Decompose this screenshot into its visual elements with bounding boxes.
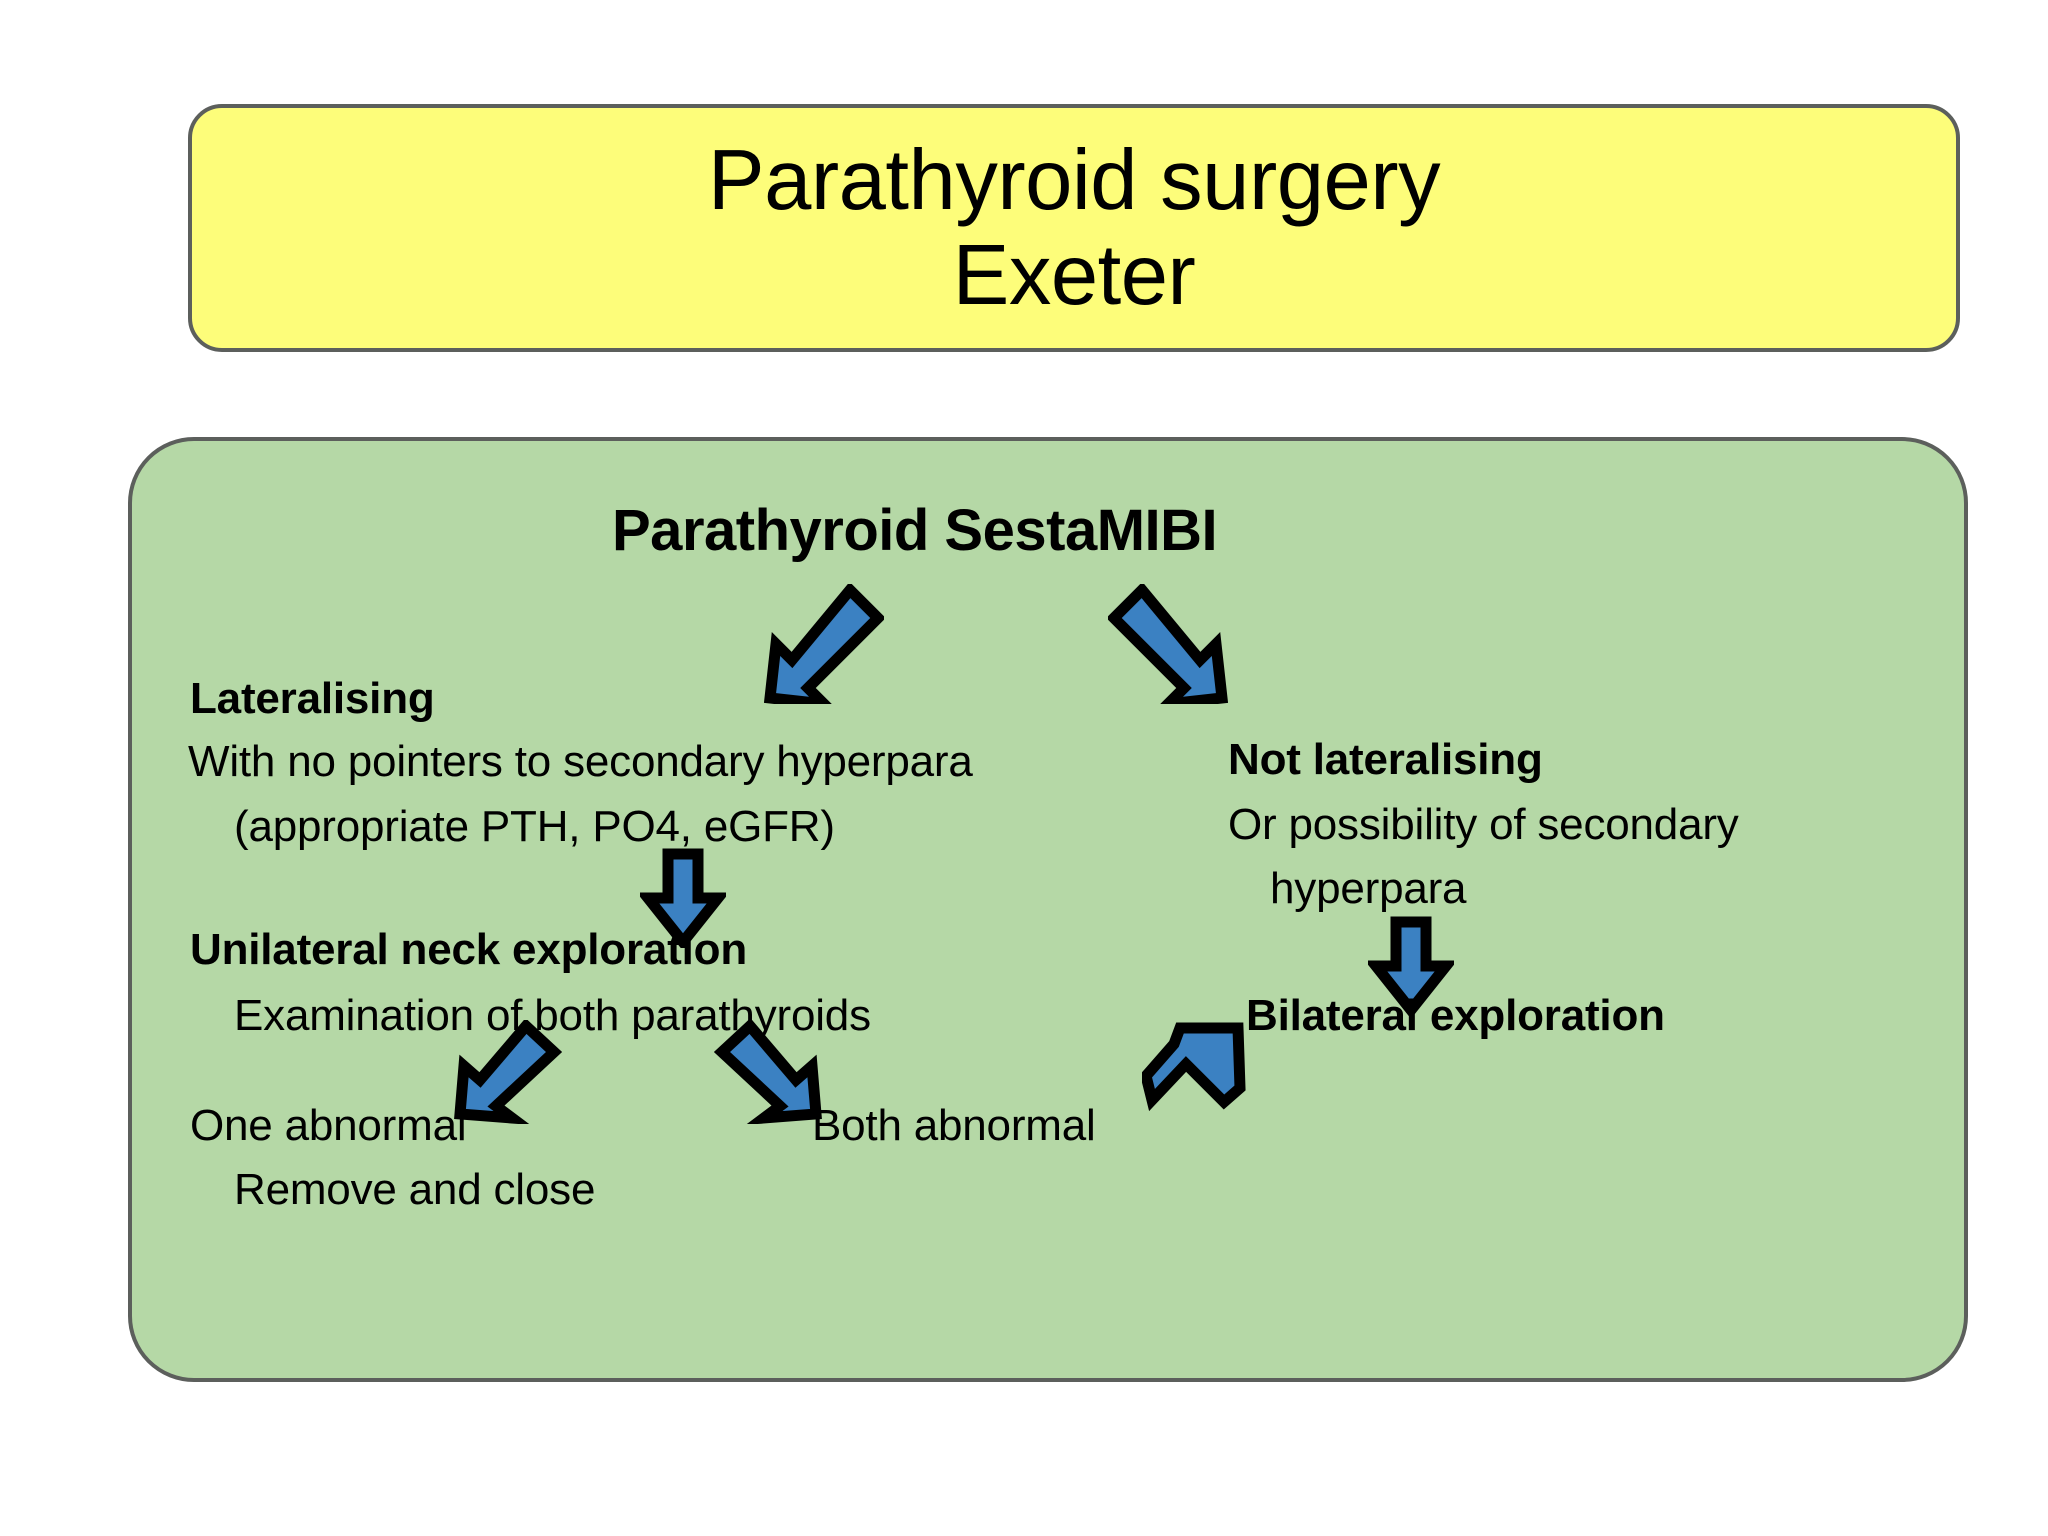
arrow-down-right-to-both-abnormal: [714, 1020, 826, 1124]
title-line-2: Exeter: [952, 228, 1196, 323]
arrow-up-right-both-abnormal-to-bilateral-exploration: [1142, 1020, 1262, 1130]
title-line-1: Parathyroid surgery: [707, 132, 1441, 228]
arrow-down-left-to-one-abnormal: [450, 1020, 562, 1124]
right-branch-detail-1: Or possibility of secondary: [1228, 800, 1739, 849]
right-branch-heading: Not lateralising: [1228, 735, 1543, 784]
left-branch-detail-2: (appropriate PTH, PO4, eGFR): [234, 802, 835, 851]
arrow-down-left-to-lateralising: [764, 584, 884, 704]
left-branch-detail-1: With no pointers to secondary hyperpara: [188, 737, 973, 786]
outcome-one-abnormal: One abnormal: [190, 1101, 467, 1150]
right-branch-step-heading: Bilateral exploration: [1246, 991, 1665, 1040]
left-branch-heading: Lateralising: [190, 674, 435, 723]
flow-root-label: Parathyroid SestaMIBI: [612, 498, 1218, 563]
flow-diagram-panel: [128, 437, 1968, 1382]
arrow-down-to-unilateral-neck-exploration: [640, 848, 726, 948]
left-branch-step-heading: Unilateral neck exploration: [190, 925, 747, 974]
outcome-both-abnormal: Both abnormal: [812, 1101, 1096, 1150]
right-branch-detail-2: hyperpara: [1270, 864, 1467, 913]
arrow-down-to-bilateral-exploration: [1368, 916, 1454, 1016]
outcome-one-abnormal-detail: Remove and close: [234, 1165, 596, 1214]
arrow-down-right-to-not-lateralising: [1108, 584, 1228, 704]
left-branch-step-detail: Examination of both parathyroids: [234, 991, 871, 1040]
title-box: Parathyroid surgery Exeter: [188, 104, 1960, 352]
